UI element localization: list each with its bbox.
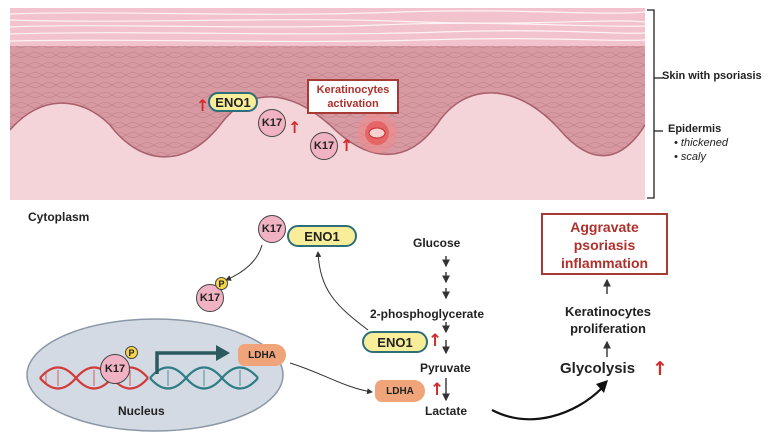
keratinocytes-activation-box: Keratinocytes activation xyxy=(307,79,399,114)
k17-skin-b-up-arrow: ↑ xyxy=(340,136,354,155)
ldha-nucleus: LDHA xyxy=(238,344,286,366)
proliferation-label: Keratinocytes proliferation xyxy=(548,303,668,337)
k17-skin-a: K17 xyxy=(258,109,286,137)
skin-bracket xyxy=(647,9,655,199)
eno1-pathway-pill: ENO1 xyxy=(362,331,428,353)
proliferation-line2: proliferation xyxy=(570,321,646,336)
k17-skin-a-up-arrow: ↑ xyxy=(288,118,302,137)
pyruvate-label: Pyruvate xyxy=(420,361,471,375)
aggravate-inflammation-box: Aggravate psoriasis inflammation xyxy=(541,213,668,275)
glycolysis-up-arrow: ↑ xyxy=(652,358,668,380)
glucose-label: Glucose xyxy=(413,236,461,250)
eno1-pathway-up-arrow: ↑ xyxy=(428,331,443,351)
glycolysis-label: Glycolysis xyxy=(560,360,636,377)
epidermis-feature-thickened: • thickened xyxy=(674,137,728,149)
k17-skin-b: K17 xyxy=(310,132,338,160)
outcome-line3: inflammation xyxy=(560,255,649,271)
eno1-cytoplasm-pill: ENO1 xyxy=(287,225,357,247)
k17-phosphorylated: K17 xyxy=(196,284,224,312)
outcome-line1: Aggravate xyxy=(570,219,639,235)
activation-label-line2: activation xyxy=(327,98,379,110)
lactate-to-glycolysis-arrow xyxy=(491,387,603,421)
eno1-skin-up-arrow: ↑ xyxy=(196,96,210,115)
cytoplasm-label: Cytoplasm xyxy=(28,210,90,224)
lactate-label: Lactate xyxy=(425,404,468,418)
k17-phosphorylation-arrow xyxy=(225,244,263,281)
proliferation-line1: Keratinocytes xyxy=(565,304,651,319)
nucleus-label: Nucleus xyxy=(118,404,165,418)
epidermis-feature-scaly: • scaly xyxy=(674,151,706,163)
activated-cell xyxy=(368,127,386,139)
dna-helix xyxy=(39,366,259,390)
ldha-export-arrow xyxy=(289,362,373,395)
k17-nucleus: K17 xyxy=(100,354,130,384)
activation-label-line1: Keratinocytes xyxy=(316,84,390,96)
skin-with-psoriasis-label: Skin with psoriasis xyxy=(662,70,762,82)
eno1-skin-pill: ENO1 xyxy=(208,92,258,112)
outcome-line2: psoriasis xyxy=(573,237,636,253)
k17-cytoplasm-top: K17 xyxy=(258,215,286,243)
phosphoglycerate-label: 2-phosphoglycerate xyxy=(370,307,485,321)
eno1-to-pathway-arrow xyxy=(315,251,369,331)
phospho-badge-cytoplasm: P xyxy=(215,277,228,290)
epidermis-label: Epidermis xyxy=(668,123,722,135)
phospho-badge-nucleus: P xyxy=(125,346,138,359)
transcription-arrow xyxy=(155,351,218,374)
ldha-pathway: LDHA xyxy=(375,380,425,402)
ldha-pathway-up-arrow: ↑ xyxy=(430,380,445,400)
